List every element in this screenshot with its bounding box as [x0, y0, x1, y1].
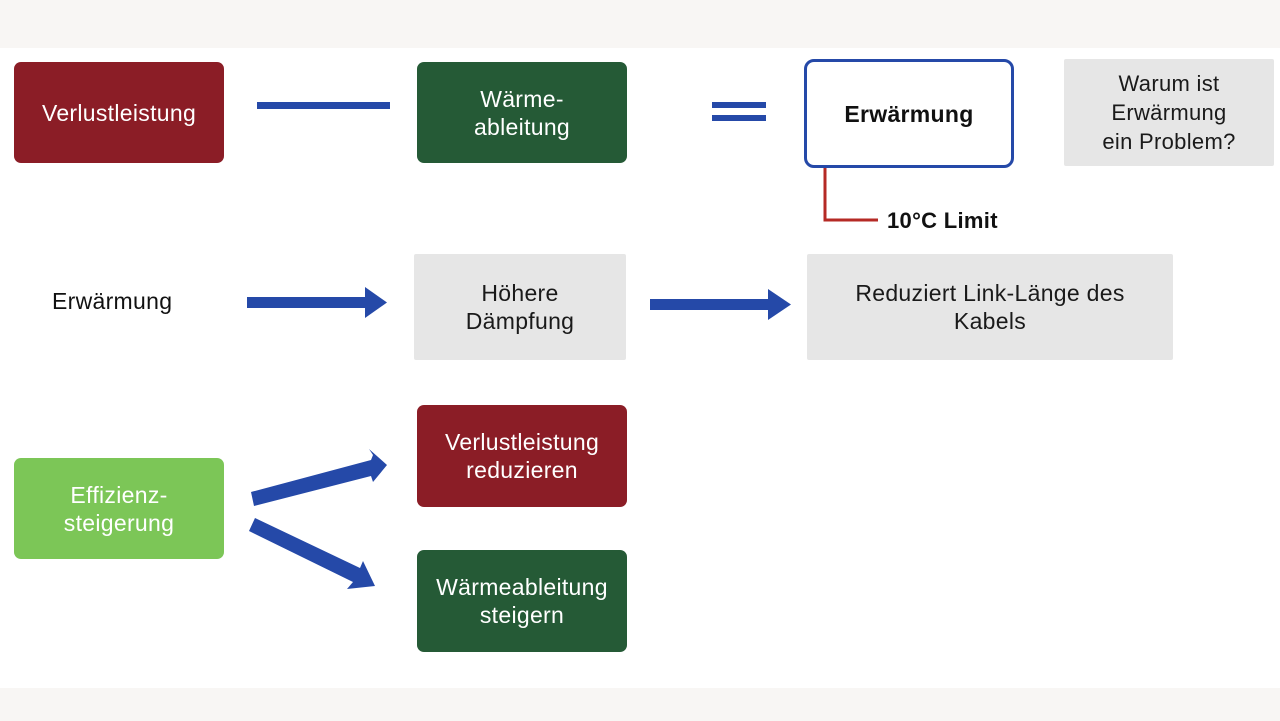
arrow-heating-to-attenuation [247, 287, 387, 318]
increase-dissipation-box: Wärmeableitung steigern [417, 550, 627, 652]
efficiency-box: Effizienz- steigerung [14, 458, 224, 559]
attenuation-box: Höhere Dämpfung [414, 254, 626, 360]
loss-power-label: Verlustleistung [41, 99, 197, 126]
limit-label: 10°C Limit [887, 208, 998, 233]
increase-dissipation-label: Wärmeableitung steigern [436, 574, 608, 628]
arrow-attenuation-to-result [650, 289, 791, 320]
reduce-loss-label: Verlustleistung reduzieren [444, 429, 600, 483]
equals-operator-bottom [712, 115, 766, 121]
arrow-efficiency-to-increase-dissipation [249, 518, 375, 589]
limit-connector [823, 168, 878, 222]
attenuation-label: Höhere Dämpfung [465, 280, 575, 334]
question-box: Warum ist Erwärmung ein Problem? [1064, 59, 1274, 166]
heat-dissipation-box: Wärme- ableitung [417, 62, 627, 163]
equals-operator-top [712, 102, 766, 108]
heating-cause-label: Erwärmung [52, 288, 173, 314]
heating-result-box: Erwärmung [804, 59, 1014, 168]
heat-dissipation-label: Wärme- ableitung [473, 85, 571, 140]
loss-power-box: Verlustleistung [14, 62, 224, 163]
minus-operator [257, 102, 390, 109]
arrow-efficiency-to-reduce-loss [251, 449, 387, 506]
question-label: Warum ist Erwärmung ein Problem? [1102, 71, 1236, 154]
link-length-box: Reduziert Link-Länge des Kabels [807, 254, 1173, 360]
efficiency-label: Effizienz- steigerung [63, 481, 175, 536]
link-length-label: Reduziert Link-Länge des Kabels [855, 280, 1125, 334]
heating-result-label: Erwärmung [844, 100, 974, 127]
reduce-loss-box: Verlustleistung reduzieren [417, 405, 627, 507]
